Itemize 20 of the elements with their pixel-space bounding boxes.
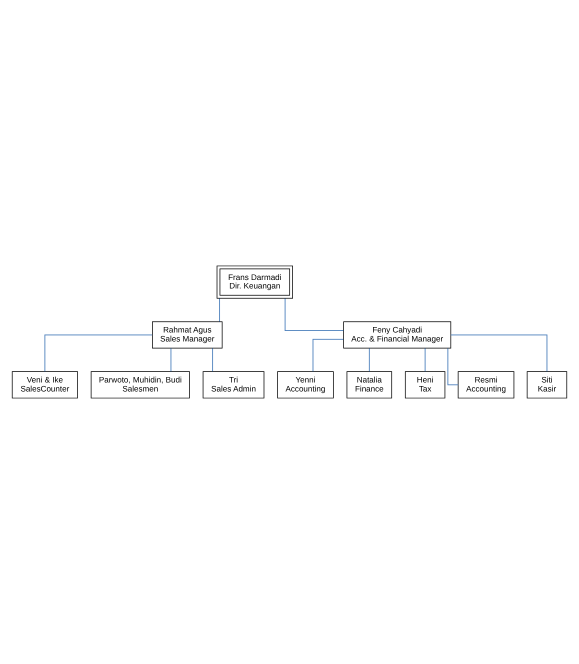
connector <box>450 334 548 372</box>
node-box: Feny Cahyadi Acc. & Financial Manager <box>343 321 452 349</box>
connector <box>424 348 426 372</box>
node-box: Siti Kasir <box>526 371 568 398</box>
node-box: Heni Tax <box>404 371 446 398</box>
connector <box>170 348 172 372</box>
connector <box>212 348 214 372</box>
node-box: Parwoto, Muhidin, Budi Salesmen <box>90 371 190 398</box>
node-box: Frans Darmadi Dir. Keuangan <box>216 266 293 299</box>
connector <box>44 334 153 372</box>
connector <box>312 338 344 372</box>
node-box: Yenni Accounting <box>277 371 334 398</box>
connector <box>219 298 220 322</box>
node-box: Resmi Accounting <box>458 371 514 398</box>
connector <box>284 298 344 331</box>
node-box: Rahmat Agus Sales Manager <box>152 321 223 349</box>
connector <box>368 348 370 372</box>
node-box: Natalia Finance <box>346 371 392 398</box>
node-box: Veni & Ike SalesCounter <box>12 371 78 398</box>
node-box: Tri Sales Admin <box>202 371 264 398</box>
